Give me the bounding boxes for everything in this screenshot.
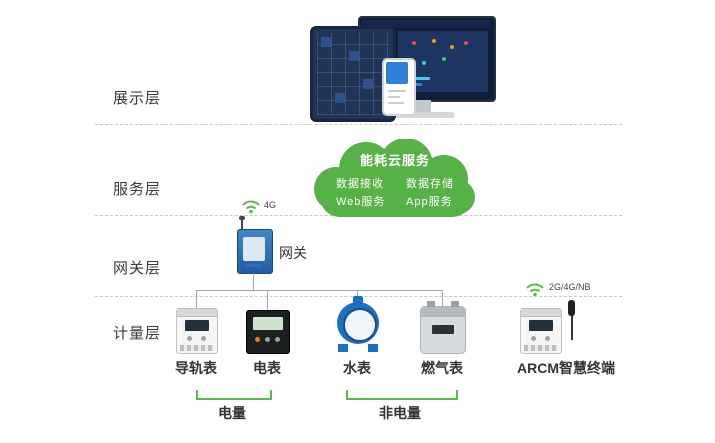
gateway-device — [237, 229, 273, 274]
connector-line — [196, 290, 197, 308]
connector-line — [267, 290, 268, 310]
connector-line — [196, 290, 443, 291]
phone-screen — [386, 62, 408, 84]
connector-line — [253, 273, 254, 290]
layer-label-service: 服务层 — [113, 181, 162, 198]
gateway-antenna — [241, 219, 243, 229]
device-label-arcm: ARCM智慧终端 — [517, 360, 615, 376]
group-label-non-electric: 非电量 — [379, 405, 421, 421]
gateway-antenna-tip — [239, 216, 245, 220]
layer-label-metering: 计量层 — [113, 325, 162, 342]
arcm-antenna — [571, 312, 573, 340]
device-label-gas: 燃气表 — [421, 360, 463, 376]
device-label-rail: 导轨表 — [175, 360, 217, 376]
cloud-item-app: App服务 — [406, 196, 453, 208]
wifi-icon — [241, 198, 261, 219]
monitor-stand-base — [391, 112, 455, 118]
layer-separator — [95, 124, 622, 125]
cloud-item-web: Web服务 — [336, 196, 386, 208]
group-label-electric: 电量 — [218, 405, 246, 421]
bracket-electric — [196, 390, 272, 400]
energy-cloud-service: 能耗云服务 数据接收 数据存储 Web服务 App服务 — [306, 138, 484, 219]
bracket-non-electric — [346, 390, 458, 400]
dashboard-topbar — [362, 20, 490, 28]
cloud-item-store: 数据存储 — [406, 178, 454, 190]
gateway-network-label: 4G — [264, 200, 277, 210]
gateway-label: 网关 — [279, 245, 307, 261]
connector-line — [442, 290, 443, 306]
device-label-electric: 电表 — [253, 360, 281, 376]
cloud-title: 能耗云服务 — [359, 153, 430, 168]
device-label-water: 水表 — [343, 360, 371, 376]
water-meter — [336, 296, 380, 354]
arcm-network-label: 2G/4G/NB — [549, 282, 591, 292]
layer-label-display: 展示层 — [113, 90, 162, 107]
monitor-stand-neck — [415, 100, 431, 113]
wifi-icon — [525, 281, 545, 302]
arcm-terminal-device — [520, 308, 562, 354]
tablet-device — [310, 26, 396, 122]
din-rail-meter — [176, 308, 218, 354]
connector-line — [357, 290, 358, 298]
gas-meter — [420, 301, 466, 354]
electric-meter — [246, 310, 290, 354]
phone-device — [382, 58, 416, 116]
arcm-antenna-top — [568, 300, 575, 316]
cloud-item-receive: 数据接收 — [336, 178, 384, 190]
cloud-shape — [314, 138, 475, 217]
layer-label-gateway: 网关层 — [113, 260, 162, 277]
